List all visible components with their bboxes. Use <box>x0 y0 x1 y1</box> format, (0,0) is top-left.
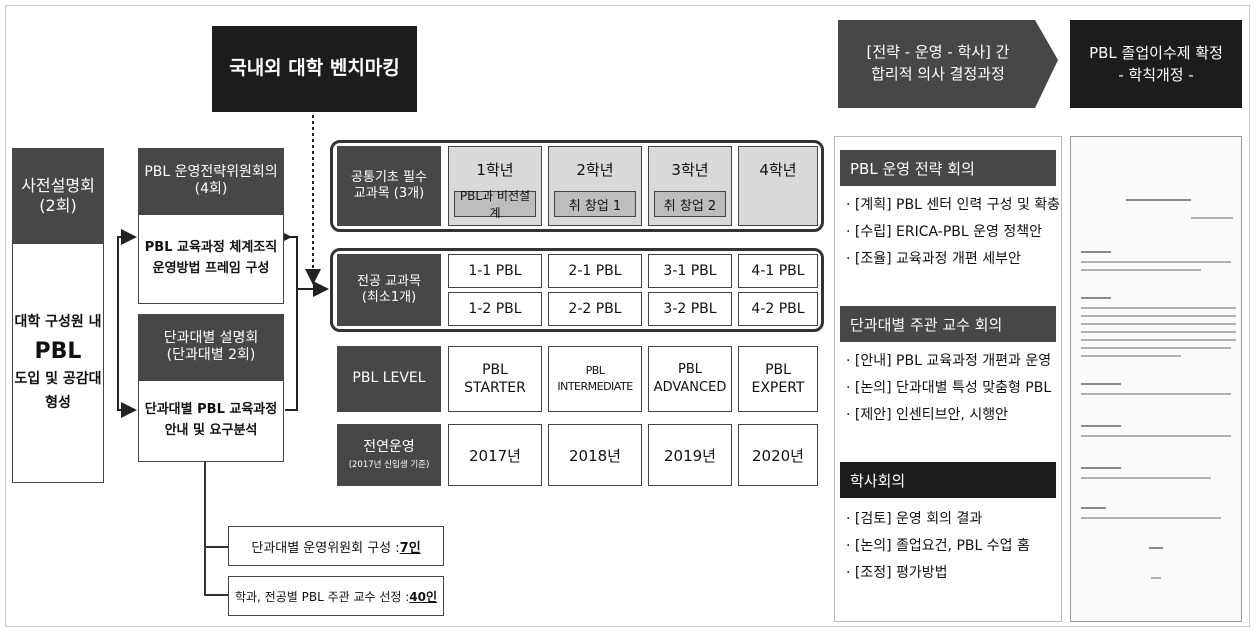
meeting-1-item-2: · [수립] ERICA-PBL 운영 정책안 <box>846 224 1042 240</box>
note-professor-count: 학과, 전공별 PBL 주관 교수 선정 : 40인 <box>228 576 444 616</box>
major-course-4-1: 4-1 PBL <box>738 254 818 288</box>
major-label-text: 전공 교과목 (최소1개) <box>357 273 421 305</box>
level-3: PBL ADVANCED <box>648 346 732 412</box>
bracket-top <box>285 236 298 289</box>
note-committee-size: 단과대별 운영위원회 구성 : 7인 <box>228 526 444 566</box>
major-course-1-2: 1-2 PBL <box>448 292 542 326</box>
rollout-label: 전연운영 (2017년 신입생 기준) <box>337 424 441 486</box>
college-briefing-title: 단과대별 설명회 (단과대별 2회) <box>163 329 259 364</box>
year-col-1: 1학년 PBL과 비전설계 <box>448 146 542 226</box>
year-1: 1학년 <box>476 160 514 179</box>
level-2: PBL INTERMEDIATE <box>548 346 642 412</box>
benchmark-label: 국내외 대학 벤치마킹 <box>229 57 400 80</box>
consensus-line-3: 도입 및 공감대 <box>14 371 102 387</box>
meeting-1-item-1: · [계획] PBL 센터 인력 구성 및 확충 <box>846 197 1061 213</box>
pre-briefing-label: 사전설명회 (2회) <box>21 175 95 215</box>
meeting-2-list: · [안내] PBL 교육과정 개편과 운영 · [논의] 단과대별 특성 맞춤… <box>846 348 1051 429</box>
major-course-3-1: 3-1 PBL <box>648 254 732 288</box>
college-briefing-desc: 단과대별 PBL 교육과정 안내 및 요구분석 <box>144 402 278 438</box>
meeting-2-item-1: · [안내] PBL 교육과정 개편과 운영 <box>846 353 1052 369</box>
major-course-1-1: 1-1 PBL <box>448 254 542 288</box>
note-committee-label: 단과대별 운영위원회 구성 : <box>251 540 400 556</box>
decision-arrow-text: [전략 - 운영 - 학사] 간 합리적 의사 결정과정 <box>866 43 1010 83</box>
rollout-label-text: 전연운영 <box>363 439 415 456</box>
rollout-year-4: 2020년 <box>738 424 818 486</box>
meeting-3-item-2: · [논의] 졸업요건, PBL 수업 홈 <box>846 538 1030 554</box>
committee-body: PBL 교육과정 체계조직 운영방법 프레임 구성 <box>138 214 284 304</box>
rollout-year-3: 2019년 <box>648 424 732 486</box>
rollout-year-1: 2017년 <box>448 424 542 486</box>
year-col-2: 2학년 취 창업 1 <box>548 146 642 226</box>
decision-arrow-shape <box>838 20 1058 108</box>
decision-arrow: [전략 - 운영 - 학사] 간 합리적 의사 결정과정 <box>838 20 1038 108</box>
note-committee-value: 7인 <box>399 540 421 556</box>
benchmark-box: 국내외 대학 벤치마킹 <box>212 26 417 112</box>
major-row-outline <box>330 248 824 332</box>
common-course-3: 취 창업 2 <box>654 191 726 217</box>
year-col-4: 4학년 <box>738 146 818 226</box>
year-3: 3학년 <box>671 160 709 179</box>
major-course-2-1: 2-1 PBL <box>548 254 642 288</box>
consensus-line-1: 대학 구성원 내 <box>14 314 102 330</box>
regulation-document-image <box>1070 136 1242 622</box>
common-label-text: 공통기초 필수 교과목 (3개) <box>351 169 427 201</box>
consensus-line-4: 형성 <box>45 394 71 411</box>
meeting-1-title: PBL 운영 전략 회의 <box>840 150 1056 186</box>
bracket-bottom <box>285 289 298 411</box>
meeting-2-item-3: · [제안] 인센티브안, 시행안 <box>846 407 1008 423</box>
note-professor-value: 40인 <box>409 589 438 604</box>
meeting-3-title: 학사회의 <box>840 462 1056 498</box>
major-course-3-2: 3-2 PBL <box>648 292 732 326</box>
level-1: PBL STARTER <box>448 346 542 412</box>
year-col-3: 3학년 취 창업 2 <box>648 146 732 226</box>
common-course-2: 취 창업 1 <box>554 191 636 217</box>
confirm-text: PBL 졸업이수제 확정 - 학칙개정 - <box>1089 43 1223 85</box>
common-label: 공통기초 필수 교과목 (3개) <box>337 146 441 226</box>
meeting-3-item-3: · [조정] 평가방법 <box>846 565 948 581</box>
meeting-2-title: 단과대별 주관 교수 회의 <box>840 306 1056 342</box>
rollout-sub-text: (2017년 신입생 기준) <box>348 459 430 470</box>
meeting-3-list: · [검토] 운영 회의 결과 · [논의] 졸업요건, PBL 수업 홈 · … <box>846 506 1030 587</box>
consensus-line-2: PBL <box>34 338 82 364</box>
common-course-1: PBL과 비전설계 <box>454 189 536 220</box>
pre-briefing-header: 사전설명회 (2회) <box>12 148 104 243</box>
year-2: 2학년 <box>576 160 614 179</box>
major-label: 전공 교과목 (최소1개) <box>337 254 441 326</box>
level-label-text: PBL LEVEL <box>352 370 426 387</box>
level-4: PBL EXPERT <box>738 346 818 412</box>
year-4: 4학년 <box>759 160 797 179</box>
committee-title: PBL 운영전략위원회의 (4회) <box>144 163 278 198</box>
arrow-to-committee <box>117 229 137 375</box>
major-course-4-2: 4-2 PBL <box>738 292 818 326</box>
meeting-1-list: · [계획] PBL 센터 인력 구성 및 확충 · [수립] ERICA-PB… <box>846 192 1060 273</box>
meeting-1-item-3: · [조율] 교육과정 개편 세부안 <box>846 251 1021 267</box>
level-label: PBL LEVEL <box>337 346 441 412</box>
confirm-box: PBL 졸업이수제 확정 - 학칙개정 - <box>1070 20 1242 108</box>
figure-frame <box>5 5 1250 627</box>
meeting-2-item-2: · [논의] 단과대별 특성 맞춤형 PBL <box>846 380 1052 396</box>
meeting-3-item-1: · [검토] 운영 회의 결과 <box>846 511 983 527</box>
common-row-outline <box>330 140 824 232</box>
committee-desc: PBL 교육과정 체계조직 운영방법 프레임 구성 <box>144 240 278 276</box>
college-briefing-body: 단과대별 PBL 교육과정 안내 및 요구분석 <box>138 380 284 462</box>
meetings-panel <box>834 136 1062 622</box>
note-professor-label: 학과, 전공별 PBL 주관 교수 선정 : <box>234 589 410 604</box>
college-briefing-header: 단과대별 설명회 (단과대별 2회) <box>138 314 284 380</box>
rollout-year-2: 2018년 <box>548 424 642 486</box>
consensus-box: 대학 구성원 내 PBL 도입 및 공감대 형성 <box>12 243 104 483</box>
committee-header: PBL 운영전략위원회의 (4회) <box>138 148 284 214</box>
notes-line <box>204 462 228 596</box>
arrow-to-college <box>117 375 137 418</box>
major-course-2-2: 2-2 PBL <box>548 292 642 326</box>
